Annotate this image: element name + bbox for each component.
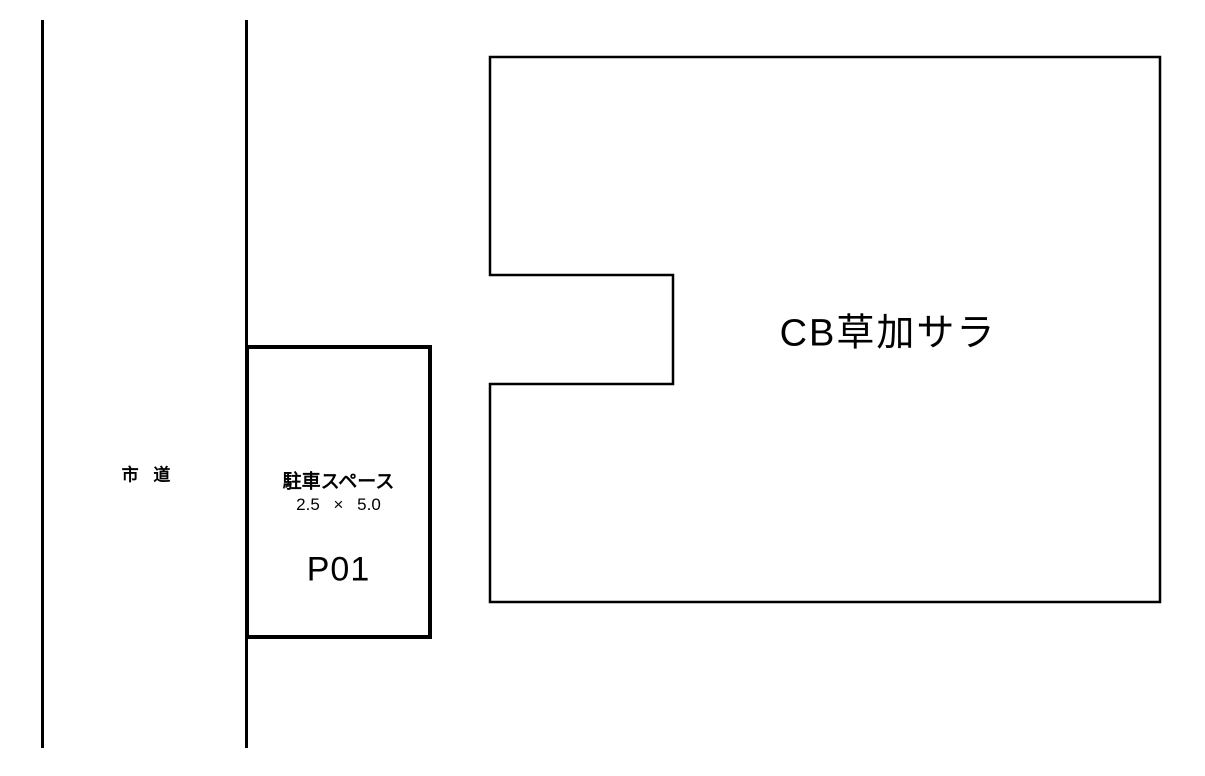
parking-space-dimensions: 2.5 × 5.0: [296, 495, 381, 514]
building-name-label: CB草加サラ: [779, 312, 997, 355]
parking-space-title: 駐車スペース: [282, 471, 395, 493]
parking-space-id: P01: [306, 550, 371, 589]
road-edge-line-left: [41, 20, 44, 748]
road-label: 市 道: [121, 465, 171, 485]
parking-space: 駐車スペース 2.5 × 5.0 P01: [245, 345, 432, 639]
